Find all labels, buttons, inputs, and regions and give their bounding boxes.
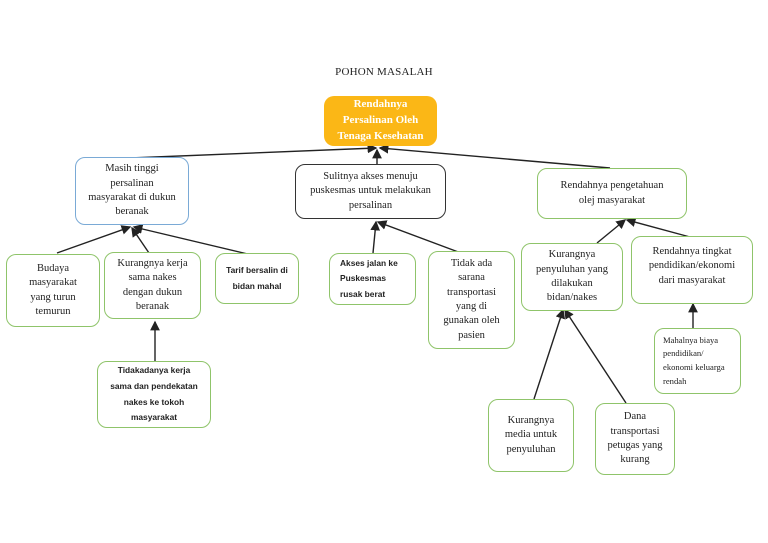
arrow-tidak-ada-sarana bbox=[376, 220, 462, 254]
sub-rendahnya-tingkat-pendidikan: Rendahnya tingkat pendidikan/ekonomi dar… bbox=[631, 236, 753, 304]
cause-akses-puskesmas: Sulitnya akses menuju puskesmas untuk me… bbox=[295, 164, 446, 219]
arrow-budaya bbox=[56, 225, 132, 254]
sub-kurangnya-kerja-sama: Kurangnya kerja sama nakes dengan dukun … bbox=[104, 252, 201, 319]
arrow-cause3-to-root bbox=[378, 143, 611, 169]
sub-kurangnya-penyuluhan: Kurangnya penyuluhan yang dilakukan bida… bbox=[521, 243, 623, 311]
arrow-kurangnya-kerja bbox=[131, 226, 150, 254]
arrow-kurangnya-penyuluhan bbox=[596, 219, 627, 244]
arrow-cause1-to-root bbox=[129, 143, 378, 159]
arrow-dana bbox=[564, 308, 627, 404]
arrow-media bbox=[533, 308, 566, 400]
arrow-rendahnya-tingkat bbox=[625, 217, 691, 238]
cause-dukun-beranak: Masih tinggi persalinan masyarakat di du… bbox=[75, 157, 189, 225]
sub-tarif-bersalin: Tarif bersalin di bidan mahal bbox=[215, 253, 299, 304]
sub-kurangnya-media: Kurangnya media untuk penyuluhan bbox=[488, 399, 574, 472]
arrow-akses-jalan bbox=[370, 220, 381, 254]
sub-tidakadanya-kerja-sama: Tidakadanya kerja sama dan pendekatan na… bbox=[97, 361, 211, 428]
sub-dana-transportasi: Dana transportasi petugas yang kurang bbox=[595, 403, 675, 475]
sub-akses-jalan: Akses jalan ke Puskesmas rusak berat bbox=[329, 253, 416, 305]
sub-mahalnya-biaya: Mahalnya biaya pendidikan/ ekonomi kelua… bbox=[654, 328, 741, 394]
sub-budaya: Budaya masyarakat yang turun temurun bbox=[6, 254, 100, 327]
root-problem: Rendahnya Persalinan Oleh Tenaga Kesehat… bbox=[324, 96, 437, 146]
arrow-tarif bbox=[132, 224, 253, 256]
sub-tidak-ada-sarana: Tidak ada sarana transportasi yang di gu… bbox=[428, 251, 515, 349]
diagram-title: POHON MASALAH bbox=[335, 66, 433, 78]
cause-pengetahuan: Rendahnya pengetahuan olej masyarakat bbox=[537, 168, 687, 219]
